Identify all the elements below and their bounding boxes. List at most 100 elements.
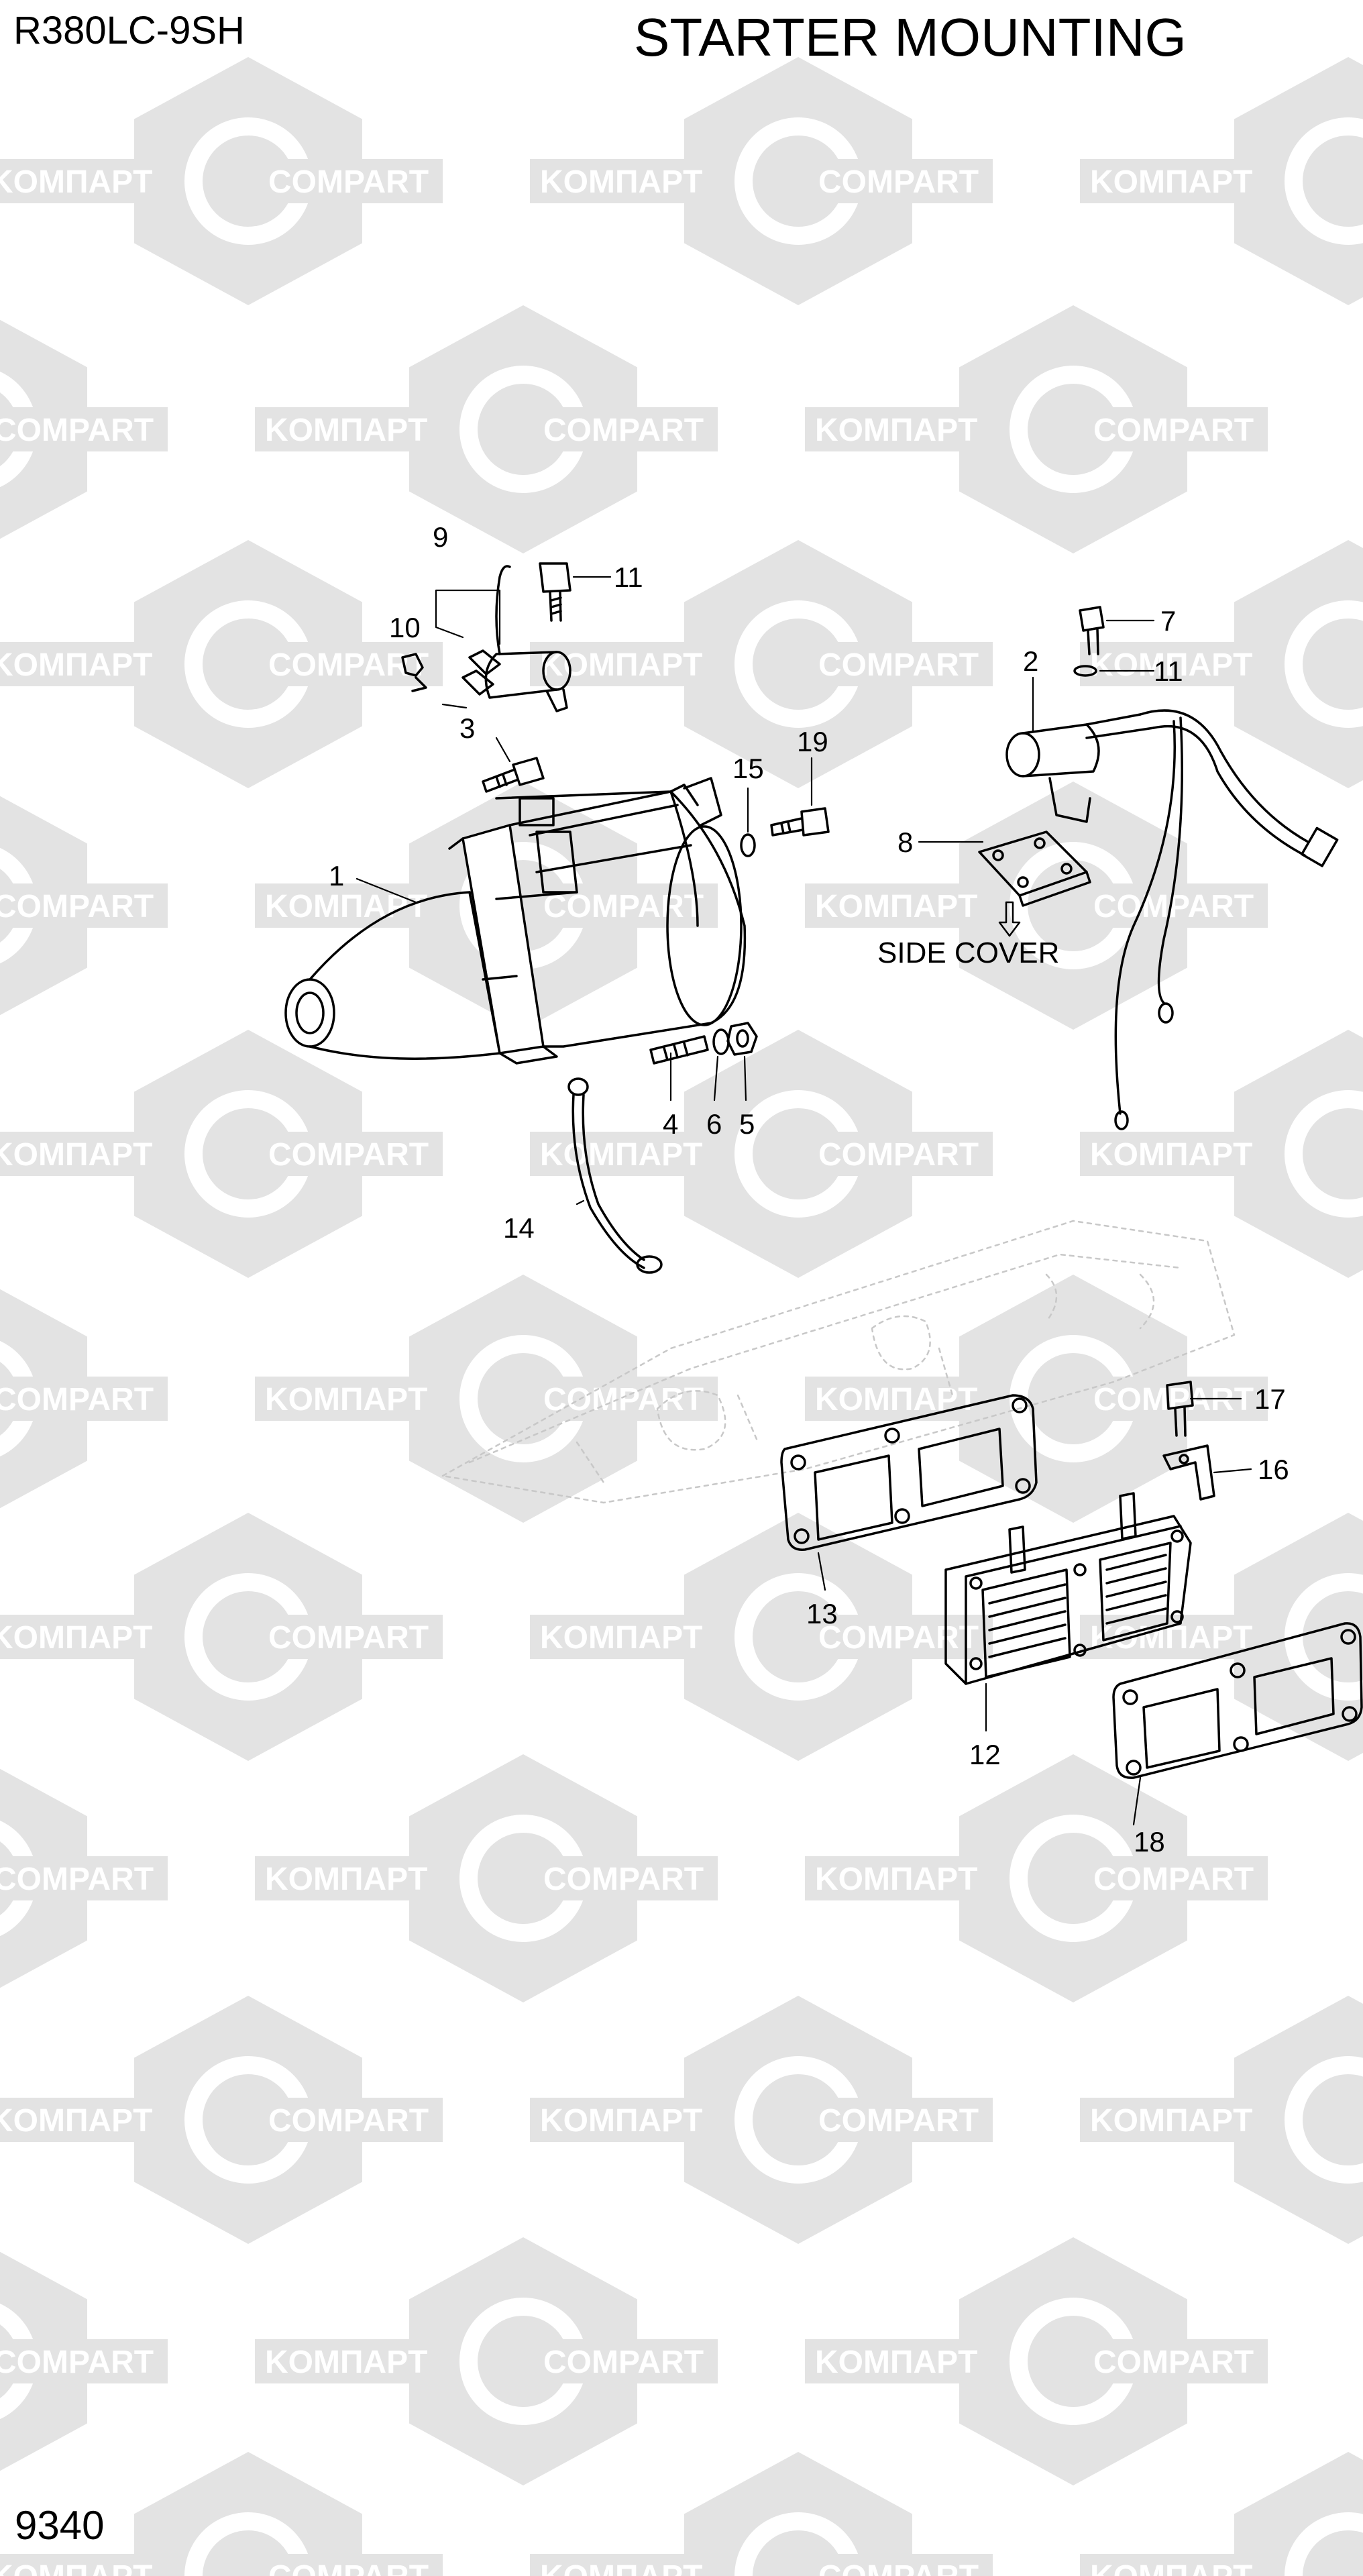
svg-text:KOMПAPT: KOMПAPT	[540, 2103, 702, 2139]
callout-1: 1	[329, 860, 344, 892]
callout-11-right: 11	[1154, 655, 1183, 687]
watermark-logo: KOMПAPT COMPART	[0, 1030, 443, 1278]
svg-text:COMPART: COMPART	[0, 2345, 154, 2380]
callout-17: 17	[1254, 1383, 1286, 1415]
bolt-11-left	[539, 562, 571, 622]
svg-text:COMPART: COMPART	[1093, 1862, 1254, 1897]
svg-text:COMPART: COMPART	[268, 1620, 429, 1656]
washer-15	[740, 833, 756, 857]
stud-4	[649, 1035, 709, 1065]
callout-16: 16	[1258, 1454, 1289, 1485]
bolt-7	[1079, 606, 1105, 655]
relay-2	[1005, 713, 1155, 823]
svg-text:KOMПAPT: KOMПAPT	[815, 1382, 977, 1417]
watermark-logo: KOMПAPT COMPART	[255, 2237, 718, 2485]
callout-8: 8	[897, 826, 913, 858]
bolt-19	[770, 807, 830, 837]
svg-text:COMPART: COMPART	[818, 647, 979, 683]
svg-text:KOMПAPT: KOMПAPT	[540, 1137, 702, 1173]
watermark-logo: KOMПAPT COMPART	[0, 57, 443, 305]
svg-text:COMPART: COMPART	[818, 164, 979, 200]
svg-text:KOMПAPT: KOMПAPT	[265, 889, 427, 924]
heater-12	[944, 1492, 1192, 1685]
svg-text:COMPART: COMPART	[818, 1137, 979, 1173]
callout-12: 12	[969, 1739, 1001, 1770]
callout-18: 18	[1134, 1826, 1165, 1858]
watermark-logo: KOMПAPT COMPART	[0, 1513, 443, 1761]
svg-text:COMPART: COMPART	[1093, 1382, 1254, 1417]
svg-text:COMPART: COMPART	[543, 889, 704, 924]
svg-text:COMPART: COMPART	[1093, 413, 1254, 448]
svg-text:COMPART: COMPART	[0, 413, 154, 448]
callout-3: 3	[459, 712, 475, 744]
callout-labels: 1 2 3 4 5 6 7 8 9 10 11 11 12 13 14 15 1…	[329, 521, 1289, 1858]
svg-text:KOMПAPT: KOMПAPT	[0, 1137, 152, 1173]
svg-text:KOMПAPT: KOMПAPT	[0, 164, 152, 200]
bolt-17	[1166, 1381, 1194, 1437]
callout-7: 7	[1160, 605, 1176, 637]
page-number: 9340	[15, 2503, 105, 2548]
leader-lines	[356, 576, 1252, 1826]
svg-text:COMPART: COMPART	[268, 164, 429, 200]
svg-text:KOMПAPT: KOMПAPT	[540, 164, 702, 200]
watermark-logo: KOMПAPT COMPART	[530, 1030, 993, 1278]
svg-text:KOMПAPT: KOMПAPT	[265, 1862, 427, 1897]
svg-text:KOMПAPT: KOMПAPT	[0, 2103, 152, 2139]
nut-5	[726, 1022, 758, 1056]
watermark-logo: KOMПAPT COMPART	[530, 1996, 993, 2244]
svg-text:KOMПAPT: KOMПAPT	[815, 2345, 977, 2380]
engine-block-outline	[441, 1220, 1236, 1504]
svg-text:KOMПAPT: KOMПAPT	[540, 1620, 702, 1656]
watermark-logo: KOMПAPT COMPART	[255, 1754, 718, 2002]
gasket-18	[1112, 1622, 1363, 1779]
svg-text:COMPART: COMPART	[0, 1862, 154, 1897]
svg-text:KOMПAPT: KOMПAPT	[1090, 164, 1252, 200]
svg-text:COMPART: COMPART	[1093, 2345, 1254, 2380]
svg-text:KOMПAPT: KOMПAPT	[815, 413, 977, 448]
watermark-logo: KOMПAPT COMPART	[805, 305, 1268, 553]
watermark-logo: KOMПAPT COMPART	[530, 57, 993, 305]
watermark-logo: KOMПAPT COMPART	[805, 2237, 1268, 2485]
callout-6: 6	[706, 1108, 722, 1140]
svg-text:KOMПAPT: KOMПAPT	[1090, 2103, 1252, 2139]
svg-text:KOMПAPT: KOMПAPT	[0, 1620, 152, 1656]
svg-text:COMPART: COMPART	[0, 889, 154, 924]
callout-2: 2	[1023, 645, 1038, 677]
side-cover-8	[978, 830, 1091, 907]
svg-text:KOMПAPT: KOMПAPT	[0, 647, 152, 683]
side-cover-note: SIDE COVER	[877, 936, 1059, 969]
svg-text:COMPART: COMPART	[543, 2345, 704, 2380]
callout-19: 19	[797, 726, 828, 757]
svg-text:COMPART: COMPART	[818, 2103, 979, 2139]
wire-harness	[1114, 709, 1339, 1130]
svg-text:KOMПAPT: KOMПAPT	[1090, 1137, 1252, 1173]
svg-text:KOMПAPT: KOMПAPT	[0, 2559, 152, 2576]
svg-text:KOMПAPT: KOMПAPT	[265, 2345, 427, 2380]
side-cover-arrow	[998, 901, 1021, 937]
bracket-16	[1162, 1444, 1215, 1501]
callout-4: 4	[663, 1108, 678, 1140]
callout-13: 13	[806, 1598, 838, 1629]
svg-text:KOMПAPT: KOMПAPT	[1090, 2559, 1252, 2576]
svg-text:COMPART: COMPART	[543, 1862, 704, 1897]
solenoid-switch	[461, 565, 571, 712]
svg-text:COMPART: COMPART	[818, 2559, 979, 2576]
svg-text:KOMПAPT: KOMПAPT	[815, 889, 977, 924]
svg-text:COMPART: COMPART	[268, 1137, 429, 1173]
svg-text:COMPART: COMPART	[268, 2559, 429, 2576]
terminal-10	[401, 653, 427, 692]
